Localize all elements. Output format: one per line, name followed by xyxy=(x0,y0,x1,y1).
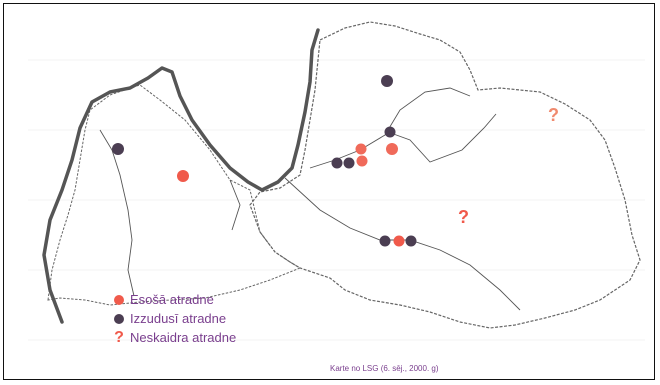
country-border xyxy=(249,21,641,329)
dark-dot-icon xyxy=(114,313,124,324)
historical-border xyxy=(42,28,320,324)
legend-item-existing: Esošā atradne xyxy=(114,290,354,309)
marker-disappeared[interactable] xyxy=(405,235,417,247)
marker-existing[interactable] xyxy=(393,235,405,247)
marker-disappeared[interactable] xyxy=(384,126,396,138)
marker-existing[interactable] xyxy=(356,155,368,167)
marker-disappeared[interactable] xyxy=(112,143,124,155)
legend-label: Izzudusī atradne xyxy=(130,311,227,326)
background-grid xyxy=(28,59,645,341)
unclear-markers: ? ? xyxy=(458,105,559,227)
marker-unclear[interactable]: ? xyxy=(548,105,559,125)
marker-unclear[interactable]: ? xyxy=(458,207,469,227)
marker-disappeared[interactable] xyxy=(343,157,355,169)
marker-existing[interactable] xyxy=(177,170,189,182)
marker-disappeared[interactable] xyxy=(331,157,343,169)
question-mark-icon: ? xyxy=(114,328,124,346)
existing-markers xyxy=(177,143,405,247)
map-legend: Esošā atradne Izzudusī atradne ? Neskaid… xyxy=(114,290,354,347)
disappeared-markers xyxy=(112,75,417,247)
rivers xyxy=(99,87,521,311)
marker-existing[interactable] xyxy=(386,143,398,155)
legend-item-unclear: ? Neskaidra atradne xyxy=(114,328,354,347)
marker-disappeared[interactable] xyxy=(381,75,393,87)
legend-label: Neskaidra atradne xyxy=(130,330,237,345)
red-dot-icon xyxy=(114,294,124,305)
marker-disappeared[interactable] xyxy=(379,235,391,247)
marker-existing[interactable] xyxy=(355,143,367,155)
map-credit: Karte no LSG (6. sēj., 2000. g) xyxy=(330,364,439,373)
legend-label: Esošā atradne xyxy=(130,292,214,307)
legend-item-disappeared: Izzudusī atradne xyxy=(114,309,354,328)
western-region-border xyxy=(47,84,302,306)
